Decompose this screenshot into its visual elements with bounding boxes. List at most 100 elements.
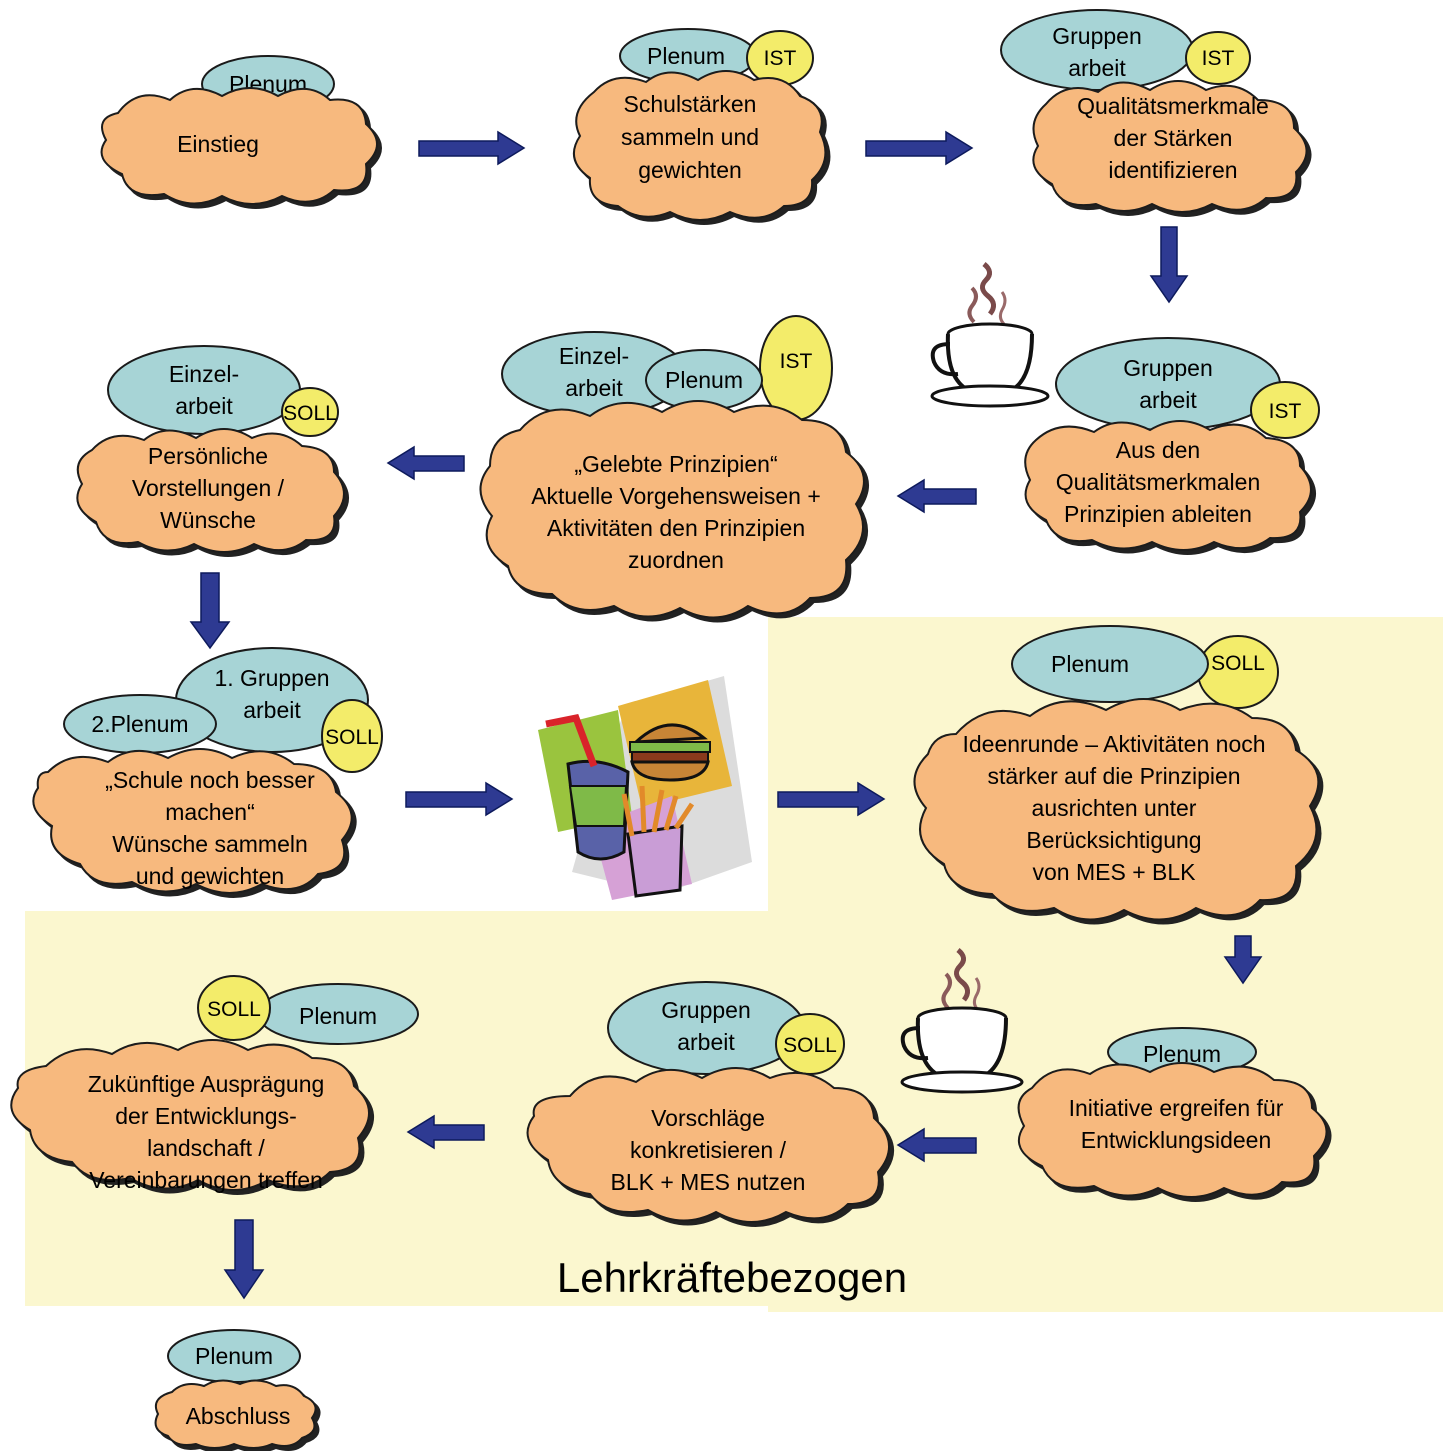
arrow-down-4 xyxy=(223,1219,265,1300)
step-schule-besser: 1. Gruppen arbeit 2.Plenum SOLL „Schule … xyxy=(32,647,383,894)
step-text: von MES + BLK xyxy=(1033,859,1197,885)
step-text: konkretisieren / xyxy=(630,1137,787,1163)
mode-oval xyxy=(607,981,805,1075)
step-gelebte-prinzipien: IST Einzel- arbeit Plenum „Gelebte Prinz… xyxy=(479,315,865,619)
arrow-right-1 xyxy=(418,130,526,166)
step-einstieg: Plenum Einstieg xyxy=(100,55,378,205)
step-text: sammeln und xyxy=(621,124,759,150)
step-abschluss: Plenum Abschluss xyxy=(154,1329,317,1449)
badge-label: SOLL xyxy=(207,998,261,1021)
step-zukuenftige-auspraegung: Plenum SOLL Zukünftige Ausprägung der En… xyxy=(10,975,419,1193)
step-cloud xyxy=(572,70,827,221)
mode-label: arbeit xyxy=(243,697,301,723)
step-cloud xyxy=(10,1039,371,1191)
step-text: Ideenrunde – Aktivitäten noch xyxy=(962,731,1265,757)
mode-label: Einzel- xyxy=(169,361,239,387)
step-text: gewichten xyxy=(638,157,742,183)
step-text: Vorstellungen / xyxy=(132,475,285,501)
mode-label: 1. Gruppen xyxy=(214,665,329,691)
mode-label: arbeit xyxy=(677,1029,735,1055)
step-text: Zukünftige Ausprägung xyxy=(88,1071,325,1097)
mode-label: Plenum xyxy=(195,1343,273,1369)
mode-label: arbeit xyxy=(175,393,233,419)
step-text: „Schule noch besser xyxy=(105,767,315,793)
mode-label: Plenum xyxy=(299,1003,377,1029)
arrow-left-3 xyxy=(896,1127,977,1163)
arrow-left-2 xyxy=(386,445,465,481)
mode-label: Plenum xyxy=(1051,651,1129,677)
step-text: BLK + MES nutzen xyxy=(611,1169,806,1195)
step-text: Entwicklungsideen xyxy=(1081,1127,1272,1153)
mode-oval xyxy=(107,345,301,435)
step-text: Qualitätsmerkmale xyxy=(1077,93,1269,119)
region-label: Lehrkräftebezogen xyxy=(557,1254,907,1301)
step-persoenliche-vorstellungen: Einzel- arbeit SOLL Persönliche Vorstell… xyxy=(76,345,345,553)
badge-label: SOLL xyxy=(1211,652,1265,675)
step-text: Wünsche sammeln xyxy=(112,831,308,857)
step-text: ausrichten unter xyxy=(1032,795,1197,821)
step-text: Initiative ergreifen für xyxy=(1069,1095,1284,1121)
badge-label: SOLL xyxy=(325,726,379,749)
arrow-right-3 xyxy=(405,781,514,817)
mode-oval xyxy=(1011,625,1209,703)
step-text: landschaft / xyxy=(147,1135,265,1161)
badge-label: SOLL xyxy=(783,1034,837,1057)
step-text: zuordnen xyxy=(628,547,724,573)
mode-label: 2.Plenum xyxy=(91,711,188,737)
mode-oval xyxy=(1055,337,1281,431)
coffee-cup-icon xyxy=(930,262,1050,408)
step-text: Einstieg xyxy=(177,131,259,157)
step-text: Aktivitäten den Prinzipien xyxy=(547,515,805,541)
step-cloud xyxy=(526,1067,891,1223)
badge-label: IST xyxy=(780,350,813,373)
arrow-left-1 xyxy=(896,478,977,514)
step-cloud xyxy=(100,87,378,205)
step-text: der Entwicklungs- xyxy=(115,1103,297,1129)
step-cloud xyxy=(76,428,345,553)
mode-label: Gruppen xyxy=(1123,355,1213,381)
soll-badge xyxy=(321,699,383,773)
step-cloud xyxy=(32,748,353,894)
arrow-down-3 xyxy=(1223,935,1263,985)
step-text: Prinzipien ableiten xyxy=(1064,501,1252,527)
step-cloud xyxy=(1032,80,1308,213)
soll-badge xyxy=(197,975,271,1041)
badge-label: IST xyxy=(1202,47,1235,70)
arrow-right-4 xyxy=(777,781,886,817)
mode-label: Einzel- xyxy=(559,343,629,369)
step-cloud xyxy=(1017,1062,1328,1198)
step-text: Persönliche xyxy=(148,443,268,469)
badge-label: IST xyxy=(1269,400,1302,423)
flow-arrows xyxy=(189,130,1263,1300)
step-text: der Stärken xyxy=(1114,125,1233,151)
ist-badge xyxy=(1250,381,1320,439)
badge-label: IST xyxy=(764,47,797,70)
step-vorschlaege: Gruppen arbeit SOLL Vorschläge konkretis… xyxy=(526,981,891,1223)
mode-label: Gruppen xyxy=(661,997,751,1023)
arrow-down-1 xyxy=(1149,226,1189,304)
mode-label: Plenum xyxy=(665,367,743,393)
step-text: identifizieren xyxy=(1108,157,1237,183)
step-text: Berücksichtigung xyxy=(1026,827,1201,853)
mode-label: Plenum xyxy=(647,43,725,69)
arrow-left-4 xyxy=(406,1114,485,1150)
step-text: Wünsche xyxy=(160,507,256,533)
step-text: Abschluss xyxy=(186,1403,291,1429)
step-text: „Gelebte Prinzipien“ xyxy=(574,451,777,477)
fast-food-icon xyxy=(538,676,752,900)
step-qualitaetsmerkmale: Gruppen arbeit IST Qualitätsmerkmale der… xyxy=(1000,9,1308,213)
step-text: Vereinbarungen treffen xyxy=(89,1167,323,1193)
step-ideenrunde: SOLL Plenum Ideenrunde – Aktivitäten noc… xyxy=(913,625,1320,921)
mode-label: arbeit xyxy=(1139,387,1197,413)
step-cloud xyxy=(154,1379,317,1449)
step-cloud xyxy=(479,400,865,619)
badge-label: SOLL xyxy=(283,402,337,425)
coffee-cup-icon xyxy=(900,948,1024,1094)
step-initiative: Plenum Initiative ergreifen für Entwickl… xyxy=(1017,1027,1328,1198)
mode-label: arbeit xyxy=(565,375,623,401)
step-prinzipien-ableiten: Gruppen arbeit IST Aus den Qualitätsmerk… xyxy=(1024,337,1320,551)
step-text: Schulstärken xyxy=(624,91,757,117)
soll-badge xyxy=(281,387,339,437)
step-text: Vorschläge xyxy=(651,1105,765,1131)
